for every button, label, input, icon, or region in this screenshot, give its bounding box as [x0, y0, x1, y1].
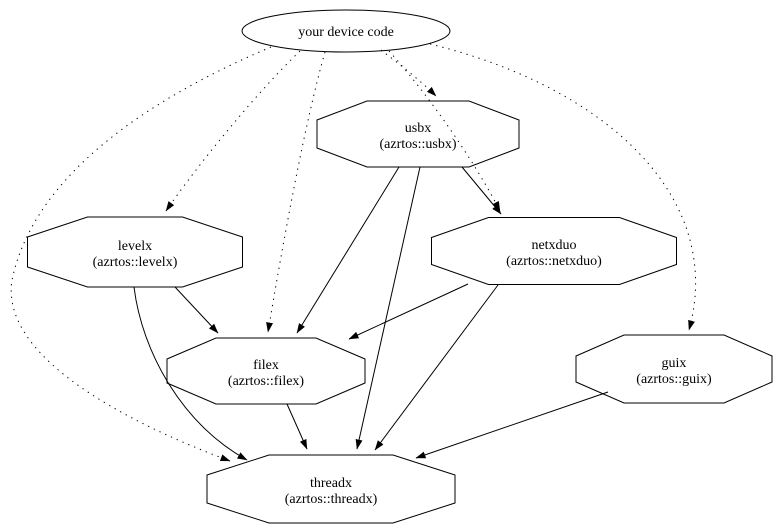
- node-threadx-octagon: [206, 454, 456, 524]
- node-usbx-octagon: [316, 100, 520, 168]
- node-device-label: your device code: [298, 25, 394, 40]
- node-usbx-sublabel: (azrtos::usbx): [380, 137, 457, 152]
- node-levelx-sublabel: (azrtos::levelx): [93, 255, 178, 270]
- node-usbx: usbx(azrtos::usbx): [316, 100, 520, 168]
- node-netxduo-sublabel: (azrtos::netxduo): [506, 254, 602, 269]
- node-guix-sublabel: (azrtos::guix): [636, 372, 712, 387]
- edge-usbx-to-filex: [296, 166, 400, 334]
- node-guix: guix(azrtos::guix): [575, 334, 773, 404]
- node-guix-octagon: [575, 334, 773, 404]
- node-usbx-label: usbx: [405, 121, 431, 136]
- node-threadx-sublabel: (azrtos::threadx): [285, 492, 378, 507]
- edge-filex-to-threadx: [286, 403, 308, 450]
- node-levelx-label: levelx: [118, 239, 152, 254]
- edge-usbx-to-netxduo: [461, 166, 502, 215]
- edge-device-to-levelx: [165, 50, 301, 212]
- node-netxduo-label: netxduo: [531, 238, 576, 253]
- node-levelx-octagon: [27, 216, 243, 288]
- edge-levelx-to-filex: [174, 286, 219, 334]
- edge-device-to-filex: [266, 51, 326, 333]
- edge-netxduo-to-threadx: [374, 284, 499, 451]
- node-device-ellipse: [241, 9, 451, 53]
- edge-device-to-usbx: [380, 49, 437, 97]
- node-threadx: threadx(azrtos::threadx): [206, 454, 456, 524]
- edge-device-to-guix: [429, 43, 697, 331]
- edge-netxduo-to-filex: [348, 283, 469, 340]
- node-filex-sublabel: (azrtos::filex): [228, 374, 305, 389]
- node-filex: filex(azrtos::filex): [166, 337, 366, 405]
- node-filex-octagon: [166, 337, 366, 405]
- node-levelx: levelx(azrtos::levelx): [27, 216, 243, 288]
- node-device: your device code: [241, 9, 451, 53]
- edge-guix-to-threadx: [415, 391, 609, 459]
- node-threadx-label: threadx: [310, 476, 352, 491]
- node-filex-label: filex: [253, 358, 279, 373]
- node-netxduo: netxduo(azrtos::netxduo): [431, 217, 677, 285]
- edge-levelx-to-threadx: [133, 286, 248, 461]
- edge-usbx-to-threadx: [355, 166, 421, 450]
- node-netxduo-octagon: [431, 217, 677, 285]
- node-guix-label: guix: [662, 356, 687, 371]
